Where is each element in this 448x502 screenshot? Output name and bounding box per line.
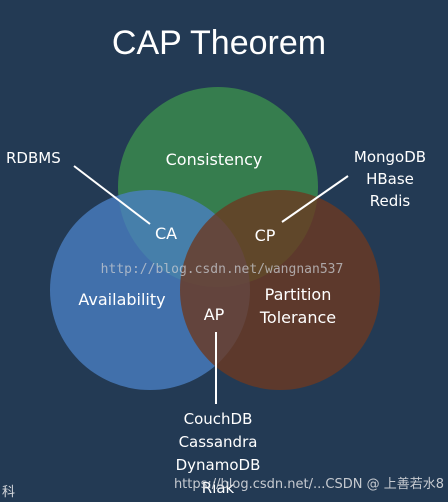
availability-label: Availability: [78, 290, 165, 309]
partition-label-line2: Tolerance: [259, 308, 336, 327]
cp-system-redis: Redis: [370, 192, 411, 210]
cp-callout-line: [281, 175, 349, 223]
region-cp-label: CP: [255, 226, 276, 245]
cp-system-hbase: HBase: [366, 170, 414, 188]
region-ap-label: AP: [204, 305, 225, 324]
ap-system-dynamodb: DynamoDB: [176, 456, 261, 474]
footer-right-text: https://blog.csdn.net/...CSDN @ 上善若水8: [174, 476, 444, 492]
consistency-label: Consistency: [166, 150, 263, 169]
partition-label-line1: Partition: [265, 285, 332, 304]
ap-system-cassandra: Cassandra: [179, 433, 258, 451]
region-ca-label: CA: [155, 224, 177, 243]
cp-system-mongodb: MongoDB: [354, 148, 426, 166]
ca-system-rdbms: RDBMS: [6, 149, 61, 167]
ca-callout-line: [73, 165, 151, 225]
partition-tolerance-circle: [180, 190, 380, 390]
watermark-text: http://blog.csdn.net/wangnan537: [101, 262, 344, 277]
ap-system-couchdb: CouchDB: [184, 410, 253, 428]
diagram-title: CAP Theorem: [112, 24, 326, 62]
footer-left-text: 科: [2, 485, 15, 500]
ap-system-riak: Riak: [202, 479, 235, 497]
